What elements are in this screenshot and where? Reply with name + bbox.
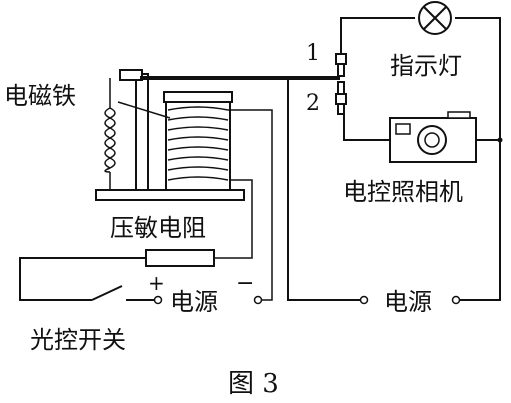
resistor-icon	[145, 249, 215, 267]
plus-sign: +	[148, 271, 165, 295]
pressure-resistor-label: 压敏电阻	[110, 214, 206, 242]
contact-1-label: 1	[306, 41, 320, 66]
light-switch-label: 光控开关	[30, 326, 126, 354]
power-left-label: 电源	[170, 288, 218, 316]
electromagnet-coil	[117, 91, 233, 191]
lamp-icon	[418, 1, 452, 35]
power-right-label: 电源	[384, 288, 432, 316]
switch-icon	[91, 285, 123, 301]
electromagnet-label: 电磁铁	[4, 82, 76, 110]
indicator-lamp-label: 指示灯	[390, 52, 462, 80]
camera-icon	[389, 111, 477, 163]
circuit-wires	[19, 17, 503, 301]
relay-contacts	[335, 53, 347, 115]
spring-coil	[104, 78, 116, 190]
minus-sign: −	[236, 271, 254, 296]
contact-2-label: 2	[306, 91, 320, 116]
camera-label: 电控照相机	[343, 178, 463, 206]
figure-caption: 图 3	[228, 369, 279, 399]
power-terminals	[153, 295, 461, 305]
